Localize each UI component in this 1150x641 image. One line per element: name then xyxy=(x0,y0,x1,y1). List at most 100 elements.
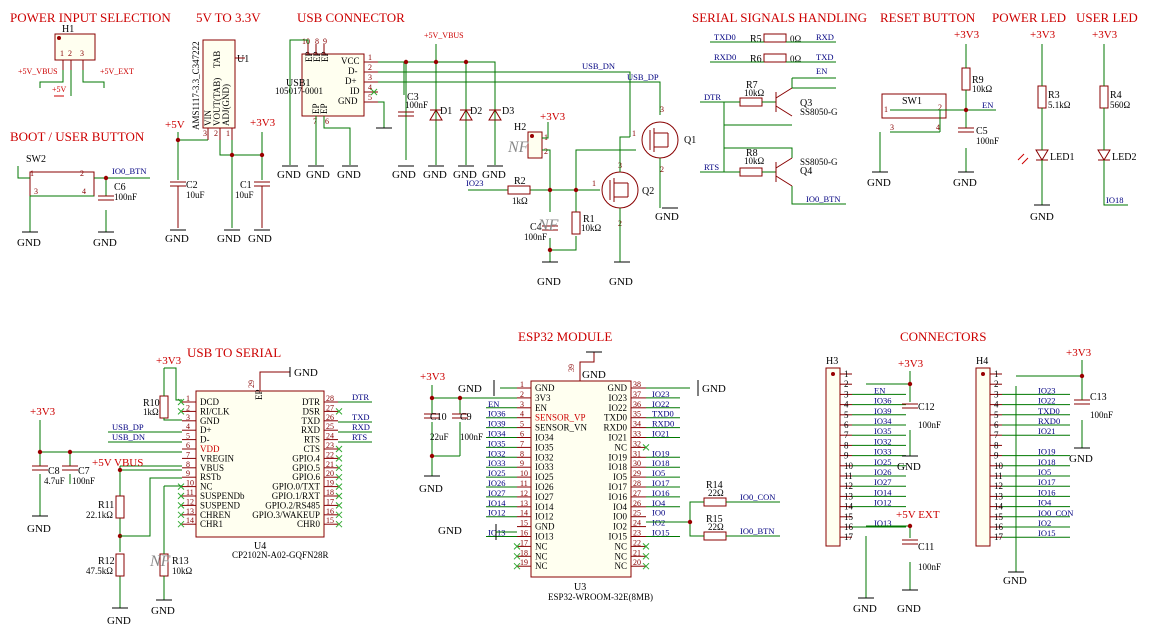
svg-text:100nF: 100nF xyxy=(72,476,95,486)
title-power-input: POWER INPUT SELECTION xyxy=(10,10,171,25)
u3-body xyxy=(530,380,632,578)
header-pin-net: IO5 xyxy=(1038,467,1051,477)
u3-right-pin-num: 32 xyxy=(633,439,641,448)
u4-right-pin-label: GPIO.2/RS485 xyxy=(265,500,320,510)
header-pin-num: 16 xyxy=(844,522,854,532)
svg-text:9: 9 xyxy=(323,37,327,46)
net-io23: IO23 xyxy=(466,178,483,188)
u4-right-pin-num: 28 xyxy=(326,394,334,403)
svg-text:+5V EXT: +5V EXT xyxy=(896,509,940,521)
u3-left-net: EN xyxy=(488,399,499,409)
u3-left-pin-label: IO33 xyxy=(535,462,554,472)
svg-text:RTS: RTS xyxy=(704,162,719,172)
u4-right-pin-num: 26 xyxy=(326,413,334,422)
u4-left-pin-label: VDD xyxy=(200,444,220,454)
header-pin-num: 15 xyxy=(994,512,1004,522)
title-usb-serial: USB TO SERIAL xyxy=(187,345,281,360)
h1-pin-3: 3 xyxy=(80,49,84,58)
u4-right-pin-label: CHR0 xyxy=(297,519,321,529)
u3-left-net: IO39 xyxy=(488,419,505,429)
u4-left-pin-label: CHR1 xyxy=(200,519,223,529)
u3-right-pin-num: 20 xyxy=(633,558,641,567)
svg-text:3: 3 xyxy=(660,105,664,114)
u3-right-pin-num: 38 xyxy=(633,380,641,389)
u3-left-pin-label: SENSOR_VP xyxy=(535,413,586,423)
u4-left-pin-label: DCD xyxy=(200,397,220,407)
header-pin-num: 2 xyxy=(994,379,999,389)
svg-text:GND: GND xyxy=(953,177,977,189)
svg-text:1: 1 xyxy=(368,53,372,62)
svg-text:5.1kΩ: 5.1kΩ xyxy=(1048,100,1071,110)
u3-right-pin-num: 21 xyxy=(633,548,641,557)
u1-adj: ADJ(GND) xyxy=(221,84,231,126)
svg-text:0Ω: 0Ω xyxy=(790,54,802,64)
svg-text:22Ω: 22Ω xyxy=(708,488,724,498)
u3-left-pin-num: 14 xyxy=(520,509,528,518)
c2-ref: C2 xyxy=(186,180,198,191)
svg-text:100nF: 100nF xyxy=(114,192,137,202)
u3-right-net: IO19 xyxy=(652,448,669,458)
svg-text:GND: GND xyxy=(582,369,606,381)
header-pin-net: IO0_CON xyxy=(1038,508,1073,518)
u3-left-pin-label: GND xyxy=(535,522,555,532)
u3-right-pin-num: 25 xyxy=(633,509,641,518)
svg-text:+3V3: +3V3 xyxy=(156,355,182,367)
svg-text:U3: U3 xyxy=(574,582,586,593)
h1-pin-1: 1 xyxy=(60,49,64,58)
title-esp32: ESP32 MODULE xyxy=(518,329,612,344)
svg-text:7: 7 xyxy=(313,117,317,126)
svg-text:R4: R4 xyxy=(1110,90,1122,101)
header-pin-net: IO26 xyxy=(874,467,891,477)
title-regulator: 5V TO 3.3V xyxy=(196,10,261,25)
svg-text:EN: EN xyxy=(816,66,827,76)
svg-text:SS8050-G: SS8050-G xyxy=(800,157,838,167)
u3-left-pin-label: IO26 xyxy=(535,482,554,492)
h1-5v-label: +5V xyxy=(52,85,67,94)
u4-right-pin-num: 24 xyxy=(326,432,334,441)
u4-left-pin-label: RSTb xyxy=(200,472,222,482)
usb1-pin-id: ID xyxy=(350,86,360,96)
header-pin-num: 3 xyxy=(994,389,999,399)
header-pin-num: 11 xyxy=(994,471,1003,481)
u3-right-pin-num: 30 xyxy=(633,459,641,468)
u4-nc-mark xyxy=(177,520,185,528)
u4-right-pin-label: GPIO.1/RXT xyxy=(272,491,321,501)
header-pin-net: IO27 xyxy=(874,477,891,487)
gnd-c1: GND xyxy=(248,233,272,245)
u3-nc-mark xyxy=(513,543,521,550)
u3-left-pin-num: 12 xyxy=(520,489,528,498)
h4-header xyxy=(975,367,991,547)
header-pin-num: 9 xyxy=(844,451,849,461)
svg-text:R3: R3 xyxy=(1048,90,1060,101)
svg-text:GND: GND xyxy=(1003,575,1027,587)
header-pin-net: IO34 xyxy=(874,416,892,426)
svg-text:C9: C9 xyxy=(460,412,472,423)
svg-text:GND: GND xyxy=(277,169,301,181)
u4-nc-mark xyxy=(177,511,185,519)
svg-text:R8: R8 xyxy=(746,148,758,159)
u3-nc-mark xyxy=(513,552,521,560)
svg-text:IO0_BTN: IO0_BTN xyxy=(806,194,840,204)
u3-left-net: IO36 xyxy=(488,409,505,419)
svg-text:GND: GND xyxy=(27,523,51,535)
u3-nc-mark xyxy=(642,552,650,560)
svg-text:NF: NF xyxy=(149,553,171,570)
svg-text:4: 4 xyxy=(368,83,372,92)
svg-text:USB_DP: USB_DP xyxy=(112,422,144,432)
h3-header xyxy=(825,367,841,547)
svg-text:RXD: RXD xyxy=(816,32,834,42)
svg-text:C11: C11 xyxy=(918,542,934,553)
header-pin-net: IO18 xyxy=(1038,457,1055,467)
u3-right-pin-label: IO16 xyxy=(609,492,628,502)
u3-right-net: IO15 xyxy=(652,528,669,538)
u3-right-pin-label: NC xyxy=(614,561,627,571)
d2-ref: D2 xyxy=(470,106,482,117)
header-pin-net: IO33 xyxy=(874,447,891,457)
serial-signals-block: TXD0 RXD0 R5 0Ω R6 0Ω RXD TXD EN DTR RTS… xyxy=(700,32,846,205)
svg-text:GND: GND xyxy=(423,169,447,181)
svg-text:R5: R5 xyxy=(750,34,762,45)
u3-left-pin-label: IO32 xyxy=(535,452,554,462)
u3-right-pin-label: IO5 xyxy=(613,472,627,482)
u3-left-pin-label: SENSOR_VN xyxy=(535,423,588,433)
